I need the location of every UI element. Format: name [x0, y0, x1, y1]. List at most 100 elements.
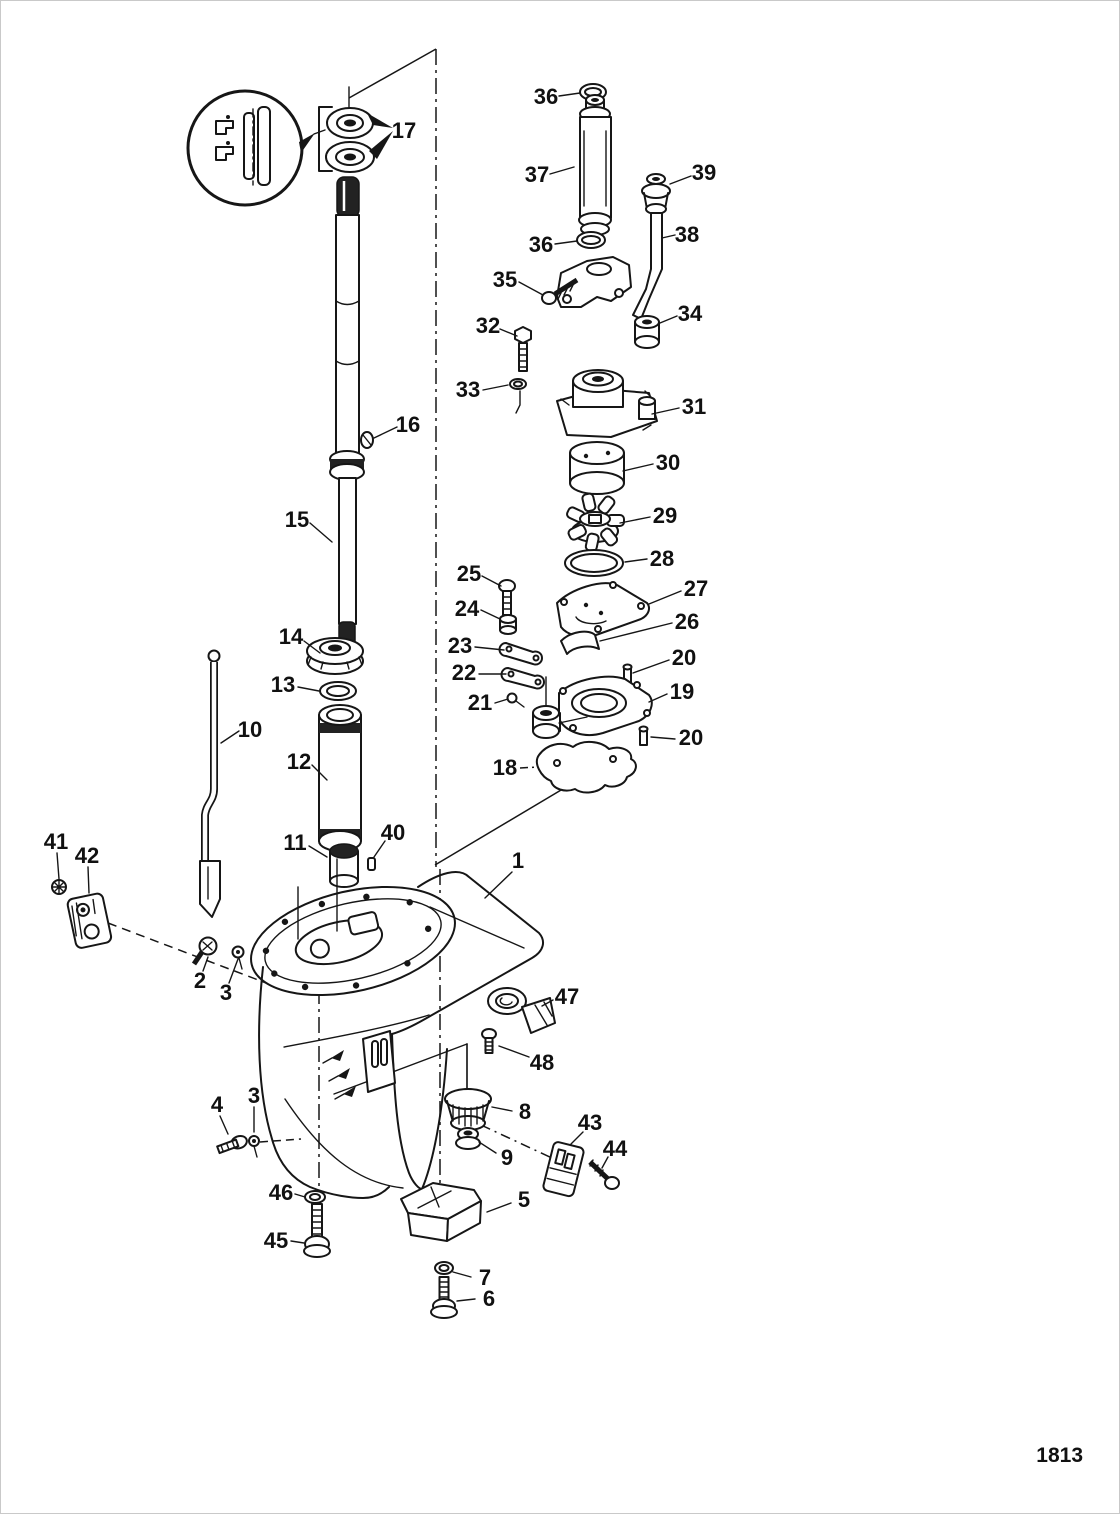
callout-label: 30: [655, 450, 681, 475]
part-19-base-plate: [558, 675, 653, 737]
part-10-shift-rod: [199, 649, 221, 918]
part-39-grommet: [641, 173, 671, 215]
part-45-bolt: [303, 1203, 331, 1258]
part-22-link: [500, 667, 545, 690]
part-1-gear-housing: [250, 858, 545, 1199]
callout-label: 35: [492, 267, 518, 292]
callout-label: 23: [447, 633, 473, 658]
part-48-screw: [481, 1028, 497, 1054]
callout-label: 18: [492, 755, 518, 780]
callout-label: 27: [683, 576, 709, 601]
callout-label: 33: [455, 377, 481, 402]
callout-label: 45: [263, 1228, 289, 1253]
part-7-washer: [434, 1261, 454, 1275]
part-6-bolt: [430, 1276, 458, 1319]
callout-label: 48: [529, 1050, 555, 1075]
callout-label: 20: [678, 725, 704, 750]
part-47-fitting: [487, 987, 556, 1034]
callout-label: 24: [454, 596, 480, 621]
callout-label: 40: [380, 820, 406, 845]
page-number: 1813: [1036, 1444, 1083, 1467]
callout-label: 20: [671, 645, 697, 670]
part-40-pin: [367, 857, 376, 871]
callout-label: 41: [43, 829, 69, 854]
callout-label: 46: [268, 1180, 294, 1205]
part-36-oring-lower: [576, 231, 606, 249]
part-43-anode: [542, 1141, 585, 1198]
callout-label: 1: [511, 848, 525, 873]
part-33-washer: [509, 378, 527, 414]
callout-label: 14: [278, 624, 304, 649]
part-26-guide: [560, 630, 600, 655]
part-23-link: [498, 642, 543, 666]
callout-label: 32: [475, 313, 501, 338]
callout-label: 7: [478, 1265, 492, 1290]
callout-label: 17: [391, 118, 417, 143]
callout-label: 34: [677, 301, 703, 326]
callout-label: 2: [193, 968, 207, 993]
part-3-washer-lower: [248, 1135, 260, 1158]
part-46-washer: [304, 1190, 326, 1204]
callout-label: 36: [533, 84, 559, 109]
part-3-washer-upper: [231, 945, 245, 970]
part-38-link: [632, 212, 663, 320]
callout-label: 39: [691, 160, 717, 185]
callout-label: 43: [577, 1110, 603, 1135]
part-37-water-tube: [578, 94, 612, 236]
callout-label: 21: [467, 690, 493, 715]
callout-label: 37: [524, 162, 550, 187]
callout-label: 15: [284, 507, 310, 532]
part-34-bushing: [634, 315, 660, 349]
part-11-bushing: [329, 843, 359, 888]
part-4-bolt: [216, 1134, 248, 1155]
callout-label: 10: [237, 717, 263, 742]
callout-label: 26: [674, 609, 700, 634]
part-9-nut: [455, 1127, 481, 1150]
callout-label: 36: [528, 232, 554, 257]
leader-lines: [56, 92, 692, 1302]
callout-label: 25: [456, 561, 482, 586]
part-17-oil-seals: [318, 86, 393, 173]
callout-label: 13: [270, 672, 296, 697]
callout-label: 38: [674, 222, 700, 247]
part-8-strainer: [444, 1043, 492, 1131]
part-32-bolt: [514, 326, 532, 372]
part-35-bolt-bracket: [541, 256, 632, 308]
part-30-insert: [569, 441, 625, 495]
part-18-gasket: [535, 741, 637, 794]
part-41-nut: [51, 879, 67, 895]
callout-label: 3: [219, 980, 233, 1005]
part-44-screw: [588, 1159, 620, 1190]
inset-detail-circle: [186, 89, 326, 207]
part-29-impeller: [566, 492, 625, 553]
callout-label: 9: [500, 1145, 514, 1170]
cam-follower: [532, 676, 588, 739]
part-24-bushing: [499, 614, 517, 635]
part-42-bracket: [66, 892, 113, 949]
callout-label: 19: [669, 679, 695, 704]
callout-label: 28: [649, 546, 675, 571]
part-5-guard-plate: [400, 1182, 482, 1242]
callout-label: 22: [451, 660, 477, 685]
part-28-gasket-ring: [564, 549, 624, 577]
part-25-bolt: [498, 579, 516, 616]
callout-label: 12: [286, 749, 312, 774]
part-20-pin-lower: [638, 725, 649, 746]
part-15-driveshaft: [329, 176, 365, 649]
callout-label: 44: [602, 1136, 628, 1161]
callout-label: 4: [210, 1092, 224, 1117]
part-21-clip: [506, 692, 525, 708]
part-13-oring: [319, 681, 357, 701]
part-14-bearing: [306, 637, 364, 675]
callout-label: 16: [395, 412, 421, 437]
part-2-bolt: [191, 936, 218, 966]
callout-label: 47: [554, 984, 580, 1009]
callout-label: 8: [518, 1099, 532, 1124]
callout-label: 3: [247, 1083, 261, 1108]
callout-label: 42: [74, 843, 100, 868]
part-27-wear-plate: [556, 581, 650, 638]
callout-label: 31: [681, 394, 707, 419]
callout-label: 29: [652, 503, 678, 528]
